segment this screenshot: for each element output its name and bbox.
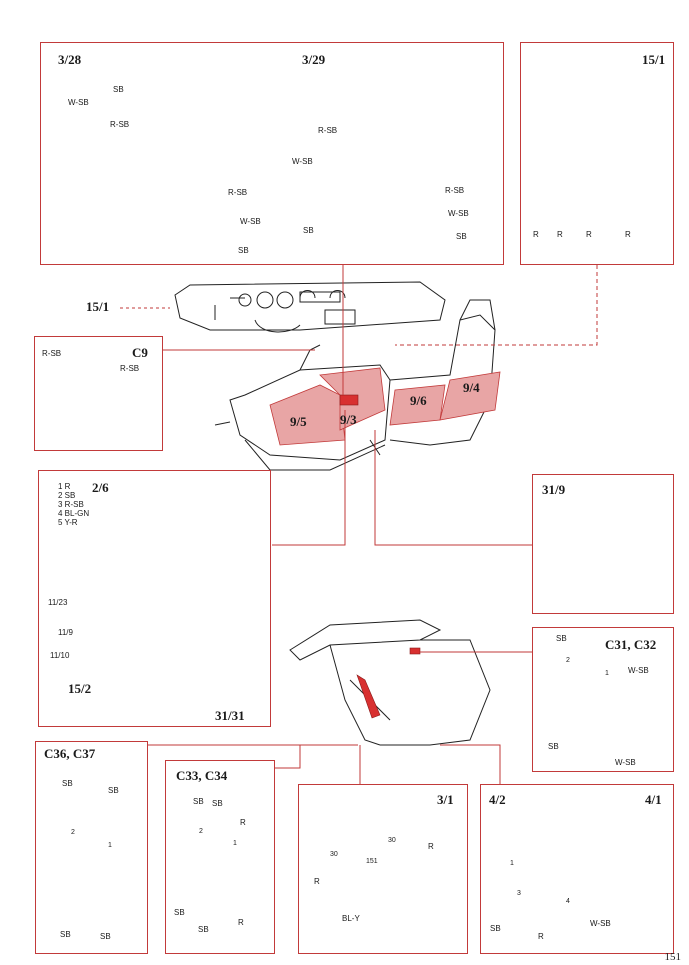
panel-title-15-1: 15/1: [642, 52, 666, 67]
panel-title-c33-c34: C33, C34: [176, 768, 228, 783]
connector-panel-c9: [34, 336, 163, 451]
wire-label: W-SB: [68, 98, 89, 107]
wire-label: R-SB: [228, 188, 248, 197]
pin-number: 4: [566, 898, 570, 905]
label-15-2: 15/2: [68, 681, 92, 696]
wire-label: SB: [174, 908, 185, 917]
wire-label: W-SB: [590, 919, 611, 928]
zone-label-9-3: 9/3: [340, 412, 357, 427]
pin-number: 2: [566, 657, 570, 664]
pin-number: 30: [388, 837, 396, 844]
label-31-31: 31/31: [215, 708, 245, 723]
panel-title-c31-c32: C31, C32: [605, 637, 657, 652]
wire-label: R: [428, 842, 434, 851]
legend-item: 4 BL-GN: [58, 509, 90, 518]
wire-label: SB: [238, 246, 249, 255]
panel-title-c9: C9: [132, 345, 148, 360]
connector-panel-c31-c32: [532, 627, 674, 772]
relay-panel-2-6: [38, 470, 271, 727]
wire-label: R: [533, 230, 539, 239]
wire-label: W-SB: [628, 666, 649, 675]
wire-label: SB: [62, 779, 73, 788]
ignition-switch-panel-3-1: [298, 784, 468, 954]
wire-label: W-SB: [615, 758, 636, 767]
wire-label: R-SB: [120, 364, 140, 373]
wire-label: R: [238, 918, 244, 927]
wire-label: SB: [198, 925, 209, 934]
wire-label: SB: [193, 797, 204, 806]
wire-label: R-SB: [318, 126, 338, 135]
control-module-panel-15-1: [520, 42, 674, 265]
panel-title-3-29: 3/29: [302, 52, 326, 67]
pin-number: 30: [330, 851, 338, 858]
panel-title-3-1: 3/1: [437, 792, 454, 807]
wire-legend: 1 R 2 SB 3 R-SB 4 BL-GN 5 Y-R: [58, 482, 89, 527]
zone-label-9-6: 9/6: [410, 393, 427, 408]
wire-label: SB: [60, 930, 71, 939]
wire-label: W-SB: [292, 157, 313, 166]
wire-label: R: [538, 932, 544, 941]
wire-label: R-SB: [445, 186, 465, 195]
wire-label: W-SB: [240, 217, 261, 226]
callout-15-1: 15/1: [86, 299, 110, 314]
wire-label: R: [557, 230, 563, 239]
pin-number: 3: [517, 890, 521, 897]
wire-label: SB: [490, 924, 501, 933]
panel-title-31-9: 31/9: [542, 482, 566, 497]
wire-label: SB: [108, 786, 119, 795]
panel-title-4-2: 4/2: [489, 792, 506, 807]
connector-panel-c36-c37: [35, 741, 148, 954]
wire-label: W-SB: [448, 209, 469, 218]
legend-item: 5 Y-R: [58, 518, 78, 527]
relay-panel-4-2-4-1: [480, 784, 674, 954]
switch-panel-3-28-3-29: [40, 42, 504, 265]
wire-label: R-SB: [42, 349, 62, 358]
legend-item: 3 R-SB: [58, 500, 84, 509]
pin-number: 1: [605, 670, 609, 677]
panel-title-2-6: 2/6: [92, 480, 109, 495]
wire-label: SB: [548, 742, 559, 751]
wire-label: SB: [113, 85, 124, 94]
wire-label: R-SB: [110, 120, 130, 129]
wire-label: BL-Y: [342, 914, 360, 923]
legend-item: 1 R: [58, 482, 71, 491]
wire-label: SB: [100, 932, 111, 941]
pin-number: 151: [366, 858, 378, 865]
pin-number: 1: [108, 842, 112, 849]
connector-panel-c33-c34: [165, 760, 275, 954]
wire-label: R: [314, 877, 320, 886]
legend-item: 2 SB: [58, 491, 76, 500]
wire-label: R: [240, 818, 246, 827]
ground-panel-31-9: [532, 474, 674, 614]
zone-label-9-5: 9/5: [290, 414, 307, 429]
wire-label: R: [625, 230, 631, 239]
pin-number: 1: [510, 860, 514, 867]
wire-label: SB: [303, 226, 314, 235]
pin-number: 2: [199, 828, 203, 835]
page-number: 151: [664, 951, 682, 963]
panel-title-4-1: 4/1: [645, 792, 662, 807]
ref-label: 11/23: [48, 598, 68, 607]
pin-number: 1: [233, 840, 237, 847]
panel-title-3-28: 3/28: [58, 52, 82, 67]
ref-label: 11/10: [50, 651, 70, 660]
panel-title-c36-c37: C36, C37: [44, 746, 96, 761]
wire-label: R: [586, 230, 592, 239]
zone-label-9-4: 9/4: [463, 380, 480, 395]
wire-label: SB: [456, 232, 467, 241]
wire-label: SB: [212, 799, 223, 808]
ref-label: 11/9: [58, 628, 73, 637]
pin-number: 2: [71, 829, 75, 836]
wire-label: SB: [556, 634, 567, 643]
